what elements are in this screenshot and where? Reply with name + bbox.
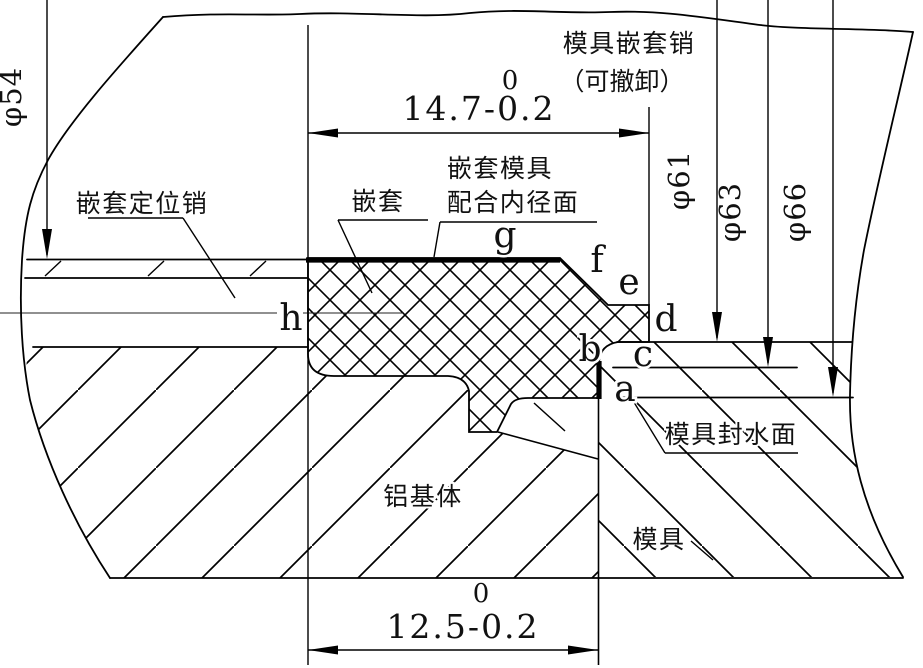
aluminum-region bbox=[26, 347, 598, 578]
phi63-arrow bbox=[763, 337, 773, 367]
border-right bbox=[849, 31, 914, 578]
dimension-phi54: φ54 bbox=[0, 0, 52, 259]
label-mold: 模具 bbox=[630, 523, 714, 561]
phi66-arrow bbox=[828, 367, 838, 397]
mold-seal-face-text: 模具封水面 bbox=[665, 420, 798, 449]
face-letters: g f e d c b a h bbox=[277, 213, 680, 413]
mold-leader bbox=[690, 540, 714, 561]
face-letter-e: e bbox=[618, 262, 639, 303]
insert-locating-pin-leader bbox=[182, 217, 236, 299]
insert-region bbox=[306, 257, 650, 433]
face-letter-g: g bbox=[493, 215, 516, 256]
mold-insert-pin-line1: 模具嵌套销 bbox=[563, 29, 696, 58]
mold-region bbox=[497, 341, 903, 665]
mold-insert-pin-line2: （可撤卸） bbox=[559, 67, 684, 96]
border-top bbox=[162, 10, 914, 33]
insert-mold-bore-leader bbox=[433, 221, 441, 258]
label-aluminum-base: 铝基体 bbox=[381, 480, 463, 513]
border-left bbox=[19, 16, 164, 579]
top-dim-arrow-left bbox=[308, 128, 338, 138]
label-mold-insert-pin: 模具嵌套销 （可撤卸） bbox=[557, 27, 696, 98]
dimension-bottom-width: 0 12.5-0.2 bbox=[308, 579, 598, 655]
bottom-dim-upper-tol: 0 bbox=[473, 579, 490, 609]
mold-under-tooth-hatch bbox=[533, 402, 566, 432]
aluminum-base-text: 铝基体 bbox=[383, 482, 463, 511]
label-insert-mold-bore: 嵌套模具 配合内径面 bbox=[433, 152, 597, 258]
pin-and-wall-region bbox=[0, 258, 403, 348]
insert-leader bbox=[337, 219, 373, 294]
phi54-arrow bbox=[42, 229, 52, 259]
aluminum-fill bbox=[26, 347, 598, 578]
insert-body bbox=[307, 257, 650, 433]
phi66-text: φ66 bbox=[778, 182, 812, 242]
mold-text: 模具 bbox=[632, 525, 685, 554]
phi61-arrow bbox=[712, 312, 722, 342]
mold-fill bbox=[599, 342, 903, 577]
face-letter-f: f bbox=[590, 240, 606, 281]
face-letter-d: d bbox=[654, 299, 677, 340]
insert-mold-bore-line1: 嵌套模具 bbox=[447, 154, 553, 183]
phi54-text: φ54 bbox=[0, 67, 28, 127]
wall-hatch-3 bbox=[249, 260, 267, 277]
mold-seal-face-leader bbox=[631, 398, 666, 454]
dimension-phi61: φ61 bbox=[662, 0, 722, 342]
wall-hatch-2 bbox=[147, 260, 165, 277]
label-mold-seal-face: 模具封水面 bbox=[631, 398, 798, 454]
phi63-text: φ63 bbox=[713, 182, 747, 242]
dimension-top-width: 0 14.7-0.2 bbox=[307, 25, 650, 665]
view-borders bbox=[19, 10, 914, 579]
bottom-dim-value: 12.5-0.2 bbox=[386, 607, 539, 646]
top-dim-arrow-right bbox=[619, 128, 649, 138]
insert-locating-pin-text: 嵌套定位销 bbox=[76, 189, 209, 218]
face-letter-h: h bbox=[279, 298, 302, 339]
top-dim-value: 14.7-0.2 bbox=[402, 89, 555, 128]
insert-text: 嵌套 bbox=[351, 187, 404, 216]
face-letter-b: b bbox=[578, 329, 601, 370]
face-letter-a: a bbox=[614, 369, 635, 410]
wall-hatch-1 bbox=[44, 260, 62, 277]
dimension-phi66: φ66 bbox=[778, 0, 838, 397]
top-dim-upper-tol: 0 bbox=[502, 66, 519, 96]
phi61-text: φ61 bbox=[662, 150, 696, 210]
face-letter-c: c bbox=[633, 334, 653, 375]
insert-mold-bore-line2: 配合内径面 bbox=[447, 188, 580, 217]
dimension-phi63: φ63 bbox=[713, 0, 773, 367]
label-insert: 嵌套 bbox=[337, 185, 428, 294]
bottom-dim-arrow-left bbox=[308, 645, 338, 655]
mold-under-tooth-face bbox=[497, 431, 599, 460]
bottom-dim-arrow-right bbox=[568, 645, 598, 655]
label-insert-locating-pin: 嵌套定位销 bbox=[74, 187, 236, 299]
